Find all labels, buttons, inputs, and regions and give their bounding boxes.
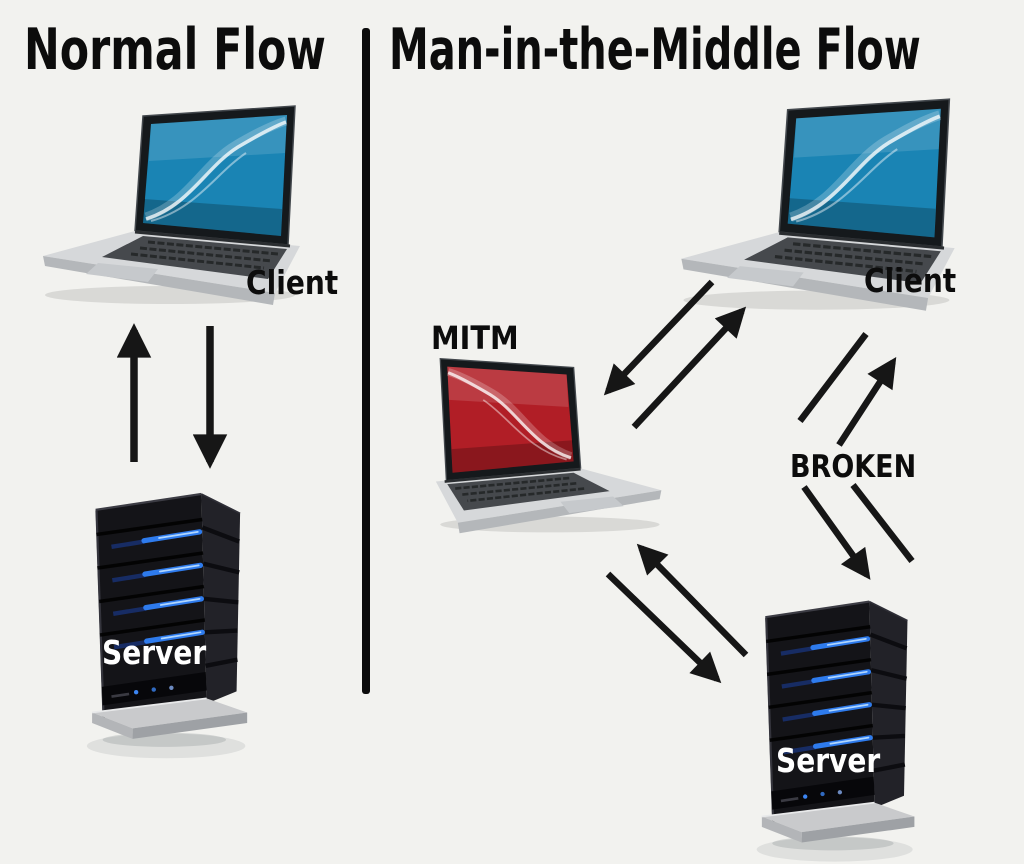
server-icon-right <box>748 586 930 864</box>
broken-label: BROKEN <box>790 449 917 485</box>
normal-flow-title: Normal Flow <box>24 17 326 83</box>
server-label-left: Server <box>102 633 207 672</box>
mitm-laptop-icon <box>392 356 664 536</box>
server-icon-left <box>78 478 263 769</box>
client-label-right: Client <box>864 261 957 300</box>
arrow-server-to-mitm <box>636 543 749 658</box>
client-laptop-icon-right <box>678 96 1008 314</box>
arrow-mitm-to-server <box>605 571 722 684</box>
broken-line-upper <box>797 332 869 423</box>
arrow-broken-to-server <box>801 485 871 580</box>
arrow-broken-to-client <box>836 356 897 447</box>
panel-divider <box>362 28 370 694</box>
mitm-label: MITM <box>431 319 519 357</box>
server-label-right: Server <box>776 741 881 780</box>
client-label-left: Client <box>246 263 339 302</box>
broken-line-lower <box>850 483 915 563</box>
mitm-flow-title: Man-in-the-Middle Flow <box>389 17 921 83</box>
